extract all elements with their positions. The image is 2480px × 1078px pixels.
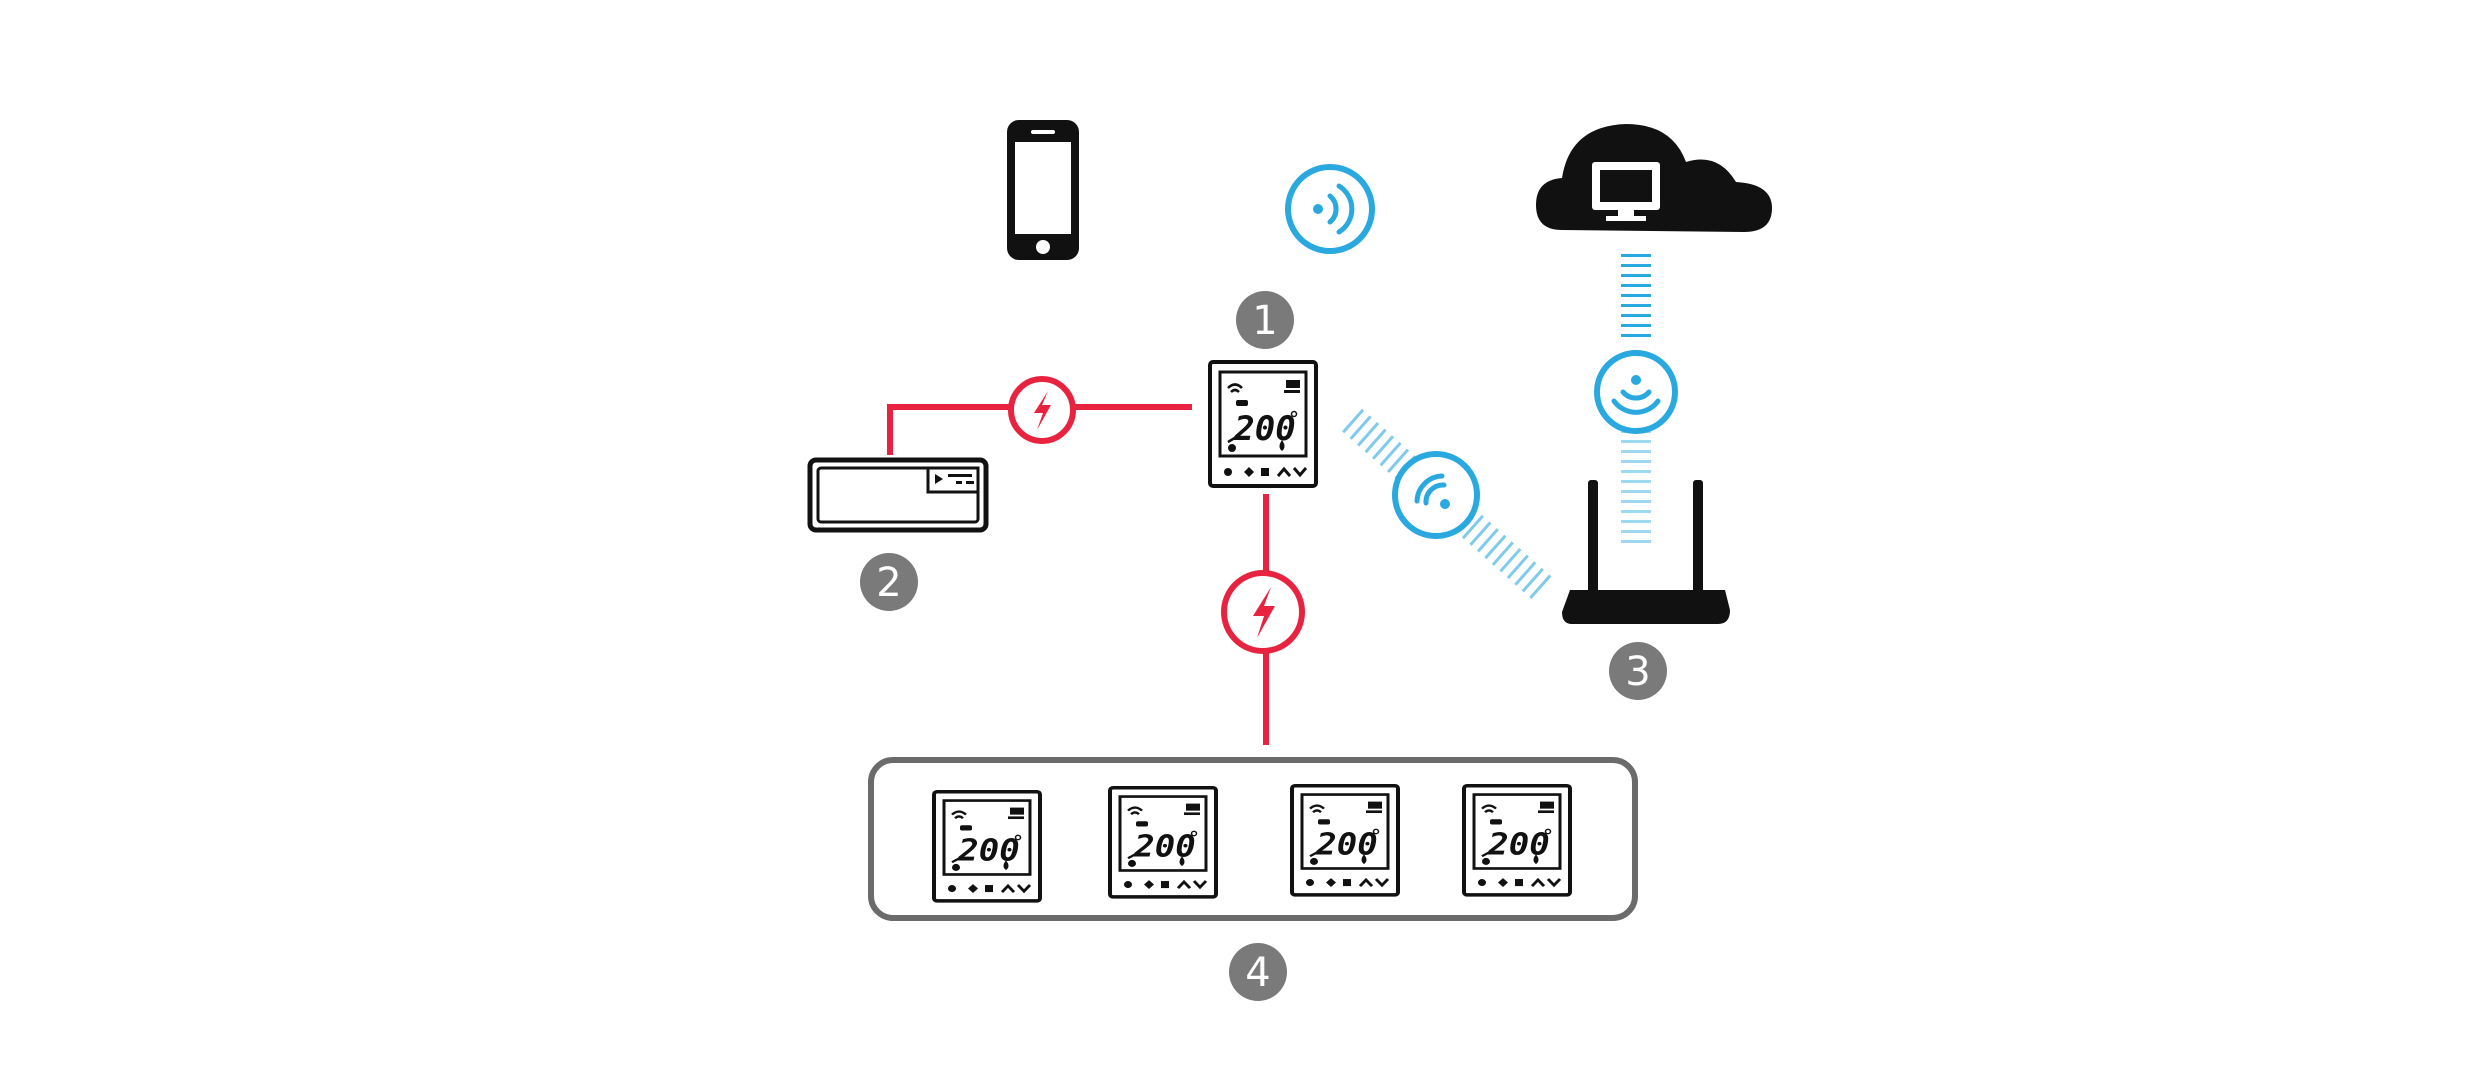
cloud-computer-icon [1536, 124, 1772, 232]
group-thermostat-icon [1108, 785, 1218, 899]
thermostat-group [868, 757, 1638, 921]
group-thermostat-icon [1290, 783, 1400, 897]
svg-text:4: 4 [1245, 950, 1270, 996]
wifi-signal-icon [1392, 451, 1480, 539]
lightning-icon [1008, 376, 1076, 444]
wifi-link-thermostat-router [1342, 408, 1554, 602]
badge-3: 3 [1609, 642, 1667, 700]
badge-2: 2 [860, 553, 918, 611]
group-thermostat-icon [1462, 783, 1572, 897]
wifi-signal-icon [1285, 164, 1375, 254]
svg-text:1: 1 [1252, 298, 1277, 344]
wifi-router-icon [1562, 480, 1730, 624]
main-thermostat-icon [1208, 360, 1318, 488]
badge-4: 4 [1229, 943, 1287, 1001]
svg-text:2: 2 [876, 560, 901, 606]
smartphone-icon [1007, 120, 1079, 260]
power-link-receiver [887, 404, 1192, 455]
svg-text:3: 3 [1625, 649, 1650, 695]
badge-1: 1 [1236, 291, 1294, 349]
group-thermostat-icon [932, 789, 1042, 903]
lightning-icon [1224, 573, 1302, 651]
wifi-signal-icon [1594, 350, 1678, 434]
receiver-box-icon [807, 457, 989, 533]
